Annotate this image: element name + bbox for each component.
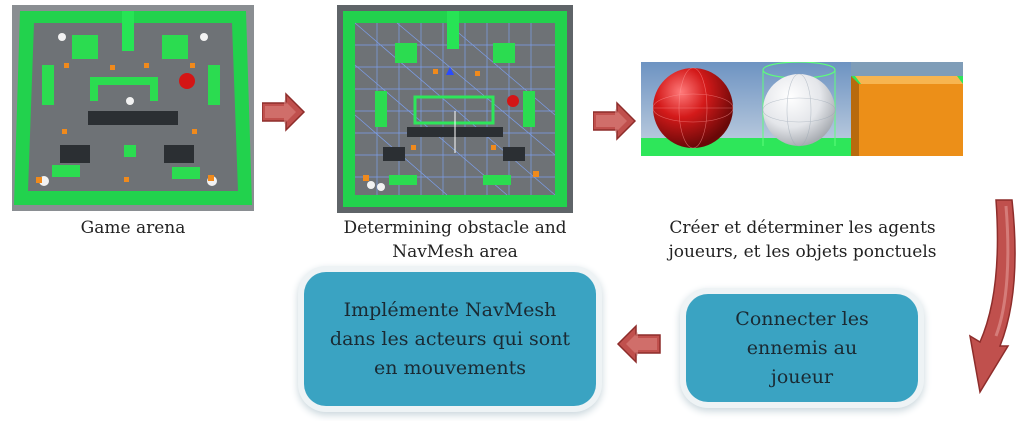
connect-enemies-text: Connecter les ennemis au joueur [735,307,869,388]
agents-caption-line-1: Créer et déterminer les agents [669,218,936,238]
navmesh-caption: Determining obstacle and NavMesh area [320,216,590,264]
navmesh-caption-line-2: NavMesh area [392,242,518,262]
navmesh-caption-line-1: Determining obstacle and [343,218,567,238]
game-arena-image [12,5,254,211]
agents-image [641,62,963,156]
arrow-right-icon [593,101,637,141]
implement-navmesh-text: Implémente NavMesh dans les acteurs qui … [329,298,571,379]
agents-caption: Créer et déterminer les agents joueurs, … [640,216,965,264]
navmesh-image [337,5,573,213]
arrow-left-icon [614,324,662,364]
curved-arrow-icon [966,196,1020,396]
arrow-right-icon [262,92,306,132]
connect-enemies-box: Connecter les ennemis au joueur [686,294,918,402]
agents-caption-line-2: joueurs, et les objets ponctuels [668,242,937,262]
implement-navmesh-box: Implémente NavMesh dans les acteurs qui … [304,272,596,406]
arena-caption: Game arena [80,218,186,238]
